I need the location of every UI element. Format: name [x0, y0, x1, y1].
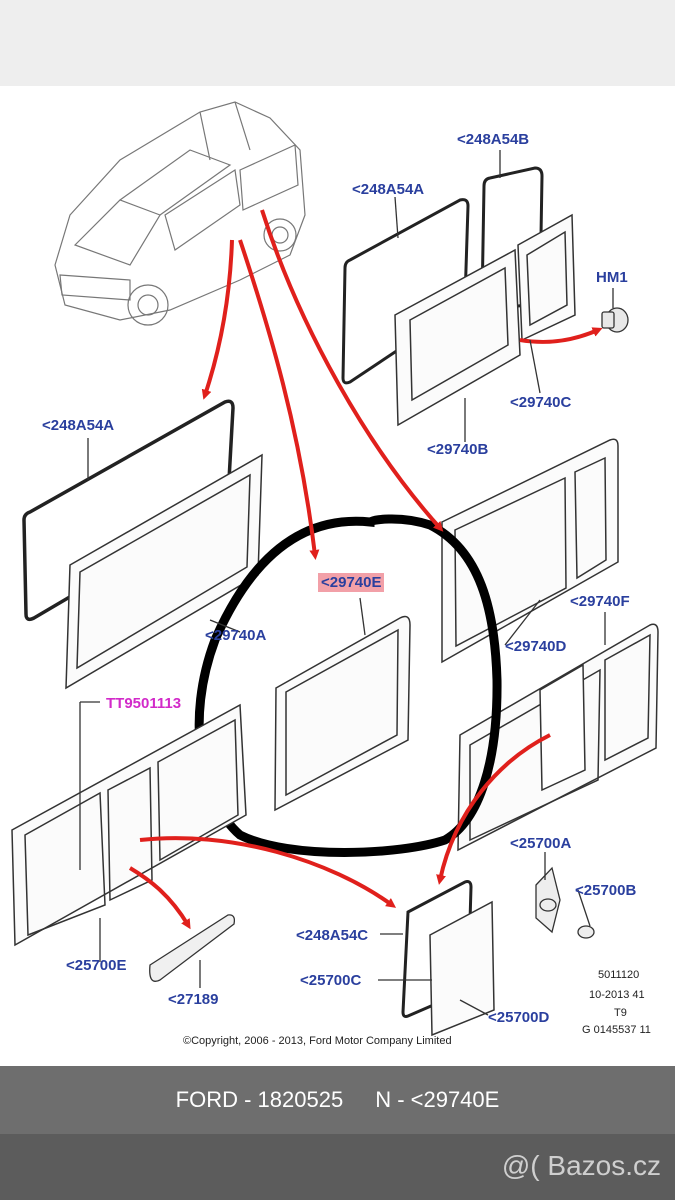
window-25700C-shape [429, 900, 495, 1037]
label-25700E[interactable]: <25700E [66, 957, 127, 974]
label-29740A[interactable]: <29740A [205, 627, 267, 644]
latch-25700A-shape [535, 866, 561, 934]
arrow-to-lower-seal [139, 836, 397, 908]
label-27189[interactable]: <27189 [168, 991, 219, 1008]
arrow-to-handle [128, 866, 191, 930]
arrow-from-window-f [436, 733, 551, 885]
window-29740E-shape [274, 615, 411, 812]
window-29740B-shape [394, 248, 521, 427]
pin-25700B-shape [577, 925, 595, 939]
ref-code-2: 10-2013 41 [589, 989, 645, 1001]
label-248A54B[interactable]: <248A54B [457, 131, 530, 148]
arrow-to-hm1 [519, 327, 603, 344]
label-29740E-highlighted[interactable]: <29740E [318, 573, 385, 592]
bazos-watermark: @( Bazos.cz [501, 1150, 661, 1181]
window-29740A-shape [65, 453, 263, 690]
ref-code-4: G 0145537 11 [582, 1024, 651, 1036]
ref-code-3: T9 [614, 1007, 627, 1019]
label-29740F[interactable]: <29740F [570, 593, 630, 610]
arrow-to-window-d [260, 209, 444, 532]
ref-code-1: 5011120 [598, 969, 640, 981]
label-248A54A-left[interactable]: <248A54A [42, 417, 115, 434]
window-29740C-shape [517, 213, 576, 342]
parts-diagram: <248A54B <248A54A HM1 <29740C <29740B <2… [0, 86, 675, 1066]
arrow-to-window-e [238, 239, 320, 560]
top-bar [0, 0, 675, 86]
hm1-clip-shape [601, 307, 629, 333]
label-29740B[interactable]: <29740B [427, 441, 489, 458]
label-25700D[interactable]: <25700D [488, 1009, 550, 1026]
label-248A54A-top[interactable]: <248A54A [352, 181, 425, 198]
label-29740C[interactable]: <29740C [510, 394, 572, 411]
part-code-text: N - <29740E [375, 1087, 500, 1112]
highlight-circle [194, 514, 502, 857]
part-number-text: FORD - 1820525 [175, 1087, 344, 1112]
van-drawing [54, 101, 306, 326]
label-hm1[interactable]: HM1 [596, 269, 628, 286]
label-25700B[interactable]: <25700B [575, 882, 637, 899]
label-29740D[interactable]: <29740D [505, 638, 567, 655]
window-29740F-shape [457, 623, 659, 852]
handle-27189-shape [149, 914, 236, 982]
label-25700C[interactable]: <25700C [300, 972, 362, 989]
footer-bar [0, 1134, 675, 1200]
window-25700E-shape [11, 703, 247, 947]
label-248A54C[interactable]: <248A54C [296, 927, 369, 944]
label-tt9501113[interactable]: TT9501113 [106, 695, 182, 712]
label-25700A[interactable]: <25700A [510, 835, 572, 852]
arrow-to-left-window [201, 239, 234, 400]
window-29740D-shape [441, 438, 619, 664]
part-caption-bar: FORD - 1820525 N - <29740E [0, 1066, 675, 1134]
copyright-text: ©Copyright, 2006 - 2013, Ford Motor Comp… [183, 1035, 452, 1047]
